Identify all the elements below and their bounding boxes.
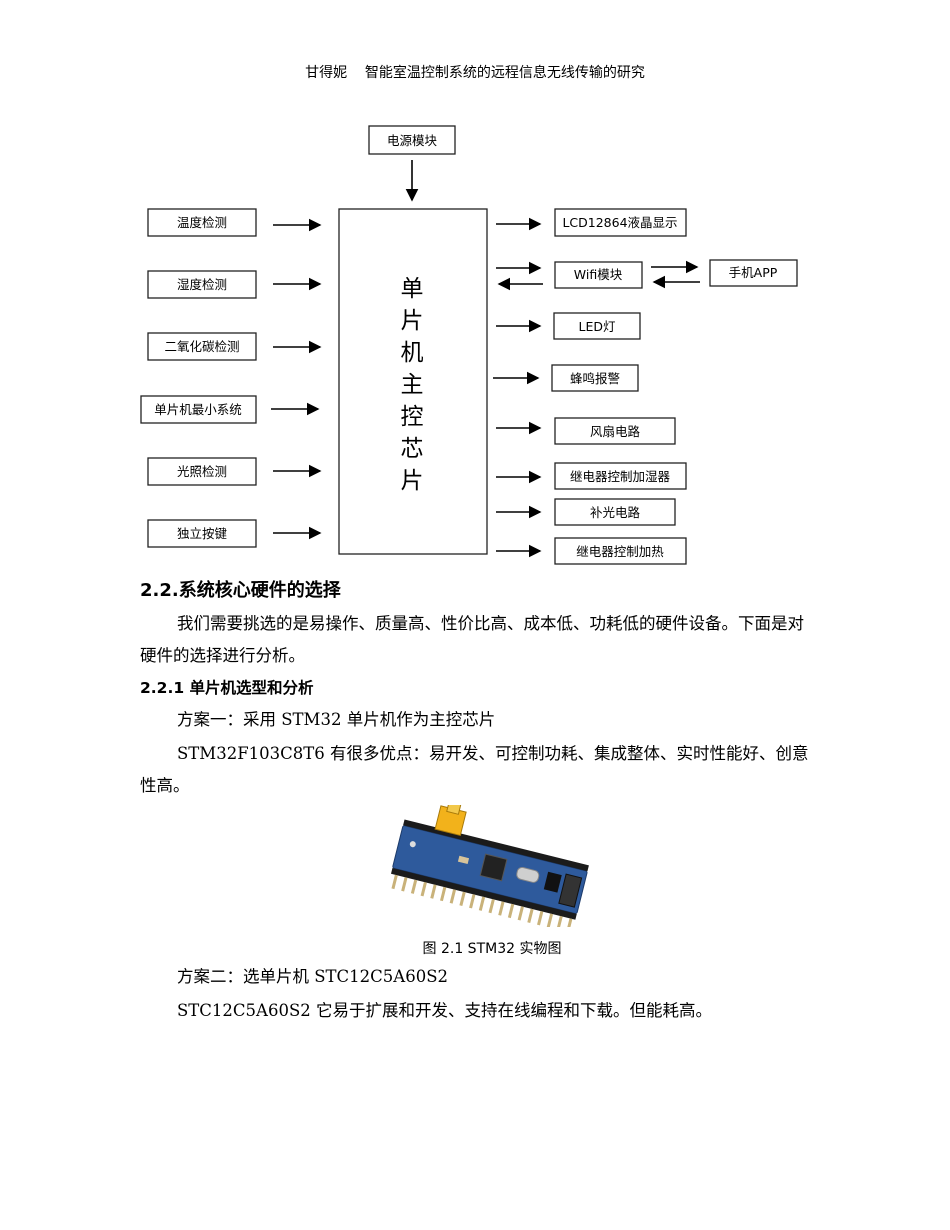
section-paragraph-1: 我们需要挑选的是易操作、质量高、性价比高、成本低、功耗低的硬件设备。下面是对硬件… (140, 614, 804, 665)
option-two-text: 方案二：选单片机 STC12C5A60S2 (177, 967, 449, 986)
section-paragraph-3: STC12C5A60S2 它易于扩展和开发、支持在线编程和下载。但能耗高。 (177, 1001, 713, 1020)
core-char-5: 控 (401, 404, 424, 430)
power-module-label: 电源模块 (387, 133, 438, 148)
input-label-light: 光照检测 (177, 464, 227, 479)
core-char-6: 芯 (401, 436, 424, 462)
input-label-keys: 独立按键 (177, 526, 228, 541)
core-char-2: 片 (401, 308, 424, 334)
output-box-led (553, 312, 641, 340)
output-box-buzzer (551, 364, 639, 392)
output-box-fan (554, 417, 676, 445)
figure-caption: 图 2.1 STM32 实物图 (422, 941, 562, 957)
section-paragraph-2: STM32F103C8T6 有很多优点：易开发、可控制功耗、集成整体、实时性能好… (140, 744, 809, 795)
core-char-7: 片 (401, 468, 424, 494)
header-title: 智能室温控制系统的远程信息无线传输的研究 (364, 65, 645, 81)
input-box-keys (147, 519, 257, 548)
output-label-fan: 风扇电路 (590, 424, 641, 439)
input-label-humidity: 湿度检测 (177, 277, 227, 292)
core-char-3: 机 (401, 340, 424, 366)
output-box-wifi (554, 261, 643, 289)
input-label-co2: 二氧化碳检测 (164, 339, 239, 354)
output-label-led: LED灯 (579, 319, 616, 334)
header-author: 甘得妮 (305, 65, 348, 81)
output-label-buzzer: 蜂鸣报警 (570, 371, 620, 386)
output-box-humidifier (554, 462, 687, 490)
input-box-min-system (140, 395, 257, 424)
core-char-4: 主 (401, 372, 424, 398)
stm32-board-photo (390, 805, 589, 927)
output-label-humidifier: 继电器控制加湿器 (570, 469, 671, 484)
input-label-temperature: 温度检测 (177, 215, 227, 230)
power-module-box (368, 125, 456, 155)
output-label-heater: 继电器控制加热 (576, 544, 664, 559)
mcu-core-box (338, 208, 488, 555)
input-box-humidity (147, 270, 257, 299)
output-box-heater (554, 537, 687, 565)
system-block-diagram: 电源模块 单 片 机 主 控 芯 片 温度检测 湿度检测 二氧化碳检测 单片机最… (140, 125, 798, 565)
output-box-lcd (554, 208, 687, 237)
output-label-fill-light: 补光电路 (590, 505, 641, 520)
section-heading: 2.2.系统核心硬件的选择 (140, 580, 341, 601)
option-one-text: 方案一：采用 STM32 单片机作为主控芯片 (177, 710, 496, 729)
page-header: 甘得妮 智能室温控制系统的远程信息无线传输的研究 (0, 62, 950, 82)
subsection-heading: 2.2.1 单片机选型和分析 (140, 679, 314, 697)
core-char-1: 单 (401, 276, 424, 302)
output-label-lcd: LCD12864液晶显示 (562, 215, 677, 230)
input-box-co2 (147, 332, 257, 361)
phone-app-label: 手机APP (729, 265, 778, 280)
input-label-min-system: 单片机最小系统 (154, 402, 242, 417)
phone-app-box (709, 259, 798, 287)
input-box-temperature (147, 208, 257, 237)
input-box-light (147, 457, 257, 486)
output-label-wifi: Wifi模块 (574, 267, 623, 282)
output-box-fill-light (554, 498, 676, 526)
